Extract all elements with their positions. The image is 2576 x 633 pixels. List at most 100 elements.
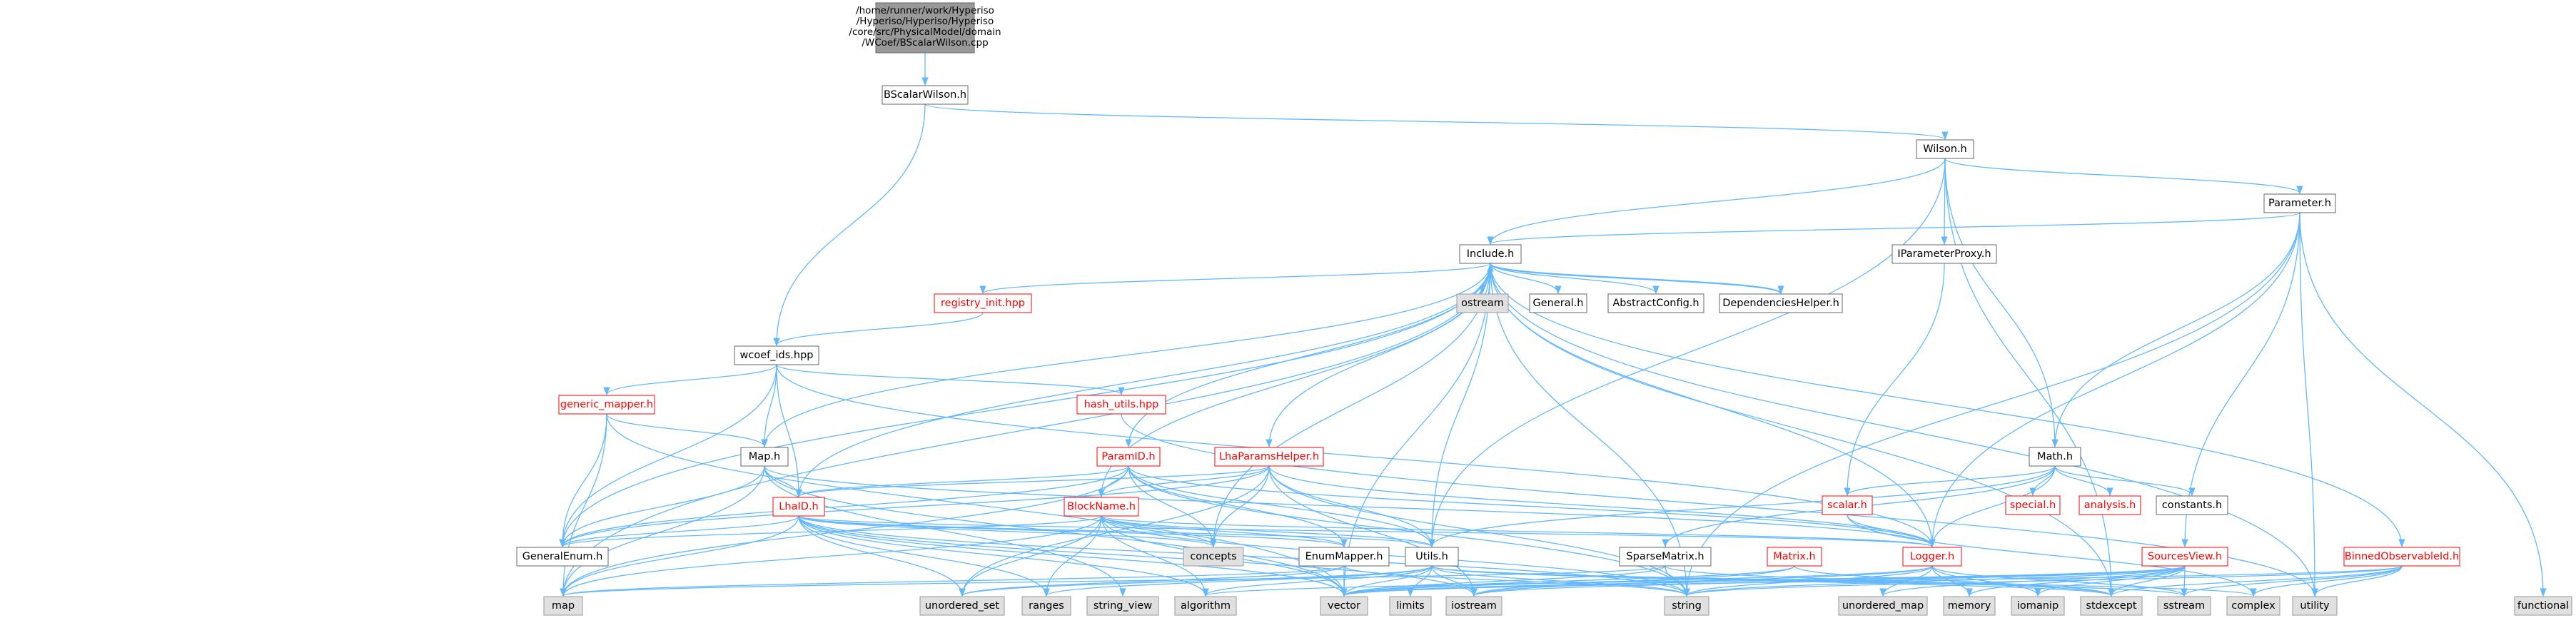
root-label-line-1: /home/runner/work/Hyperiso (856, 5, 994, 16)
node-vector[interactable]: vector (1320, 596, 1368, 616)
node-iomanip[interactable]: iomanip (2011, 596, 2065, 616)
node-label: wcoef_ids.hpp (740, 350, 814, 361)
node-label: Utils.h (1415, 551, 1448, 562)
edge-map_h-to-generalenum (559, 465, 765, 548)
node-generalenum[interactable]: GeneralEnum.h (516, 547, 609, 567)
node-stdexcept[interactable]: stdexcept (2080, 596, 2143, 616)
node-bscalarwilson[interactable]: BScalarWilson.h (882, 85, 969, 105)
node-sourcesview[interactable]: SourcesView.h (2141, 547, 2228, 567)
edge-include-to-map_h (761, 263, 1491, 448)
node-label: DependenciesHelper.h (1722, 298, 1839, 309)
edge-enummapper-to-map_sys (560, 565, 1345, 597)
node-label: Wilson.h (1923, 143, 1967, 155)
edge-matrix-to-vector (1340, 565, 1795, 597)
node-label: LhaParamsHelper.h (1219, 451, 1319, 462)
node-analysis[interactable]: analysis.h (2079, 495, 2141, 515)
edge-paramid-to-generalenum (559, 465, 1129, 548)
edge-blockname-to-enummapper (1101, 515, 1348, 548)
node-lhaid[interactable]: LhaID.h (772, 497, 825, 517)
node-label: Logger.h (1910, 551, 1954, 562)
node-wcoef-ids[interactable]: wcoef_ids.hpp (734, 345, 819, 365)
edge-map_h-to-string_view (764, 465, 1126, 597)
node-label: unordered_map (1842, 600, 1924, 612)
node-enummapper[interactable]: EnumMapper.h (1298, 547, 1390, 567)
node-label: stdexcept (2086, 600, 2137, 612)
node-label: Parameter.h (2268, 198, 2331, 209)
node-general[interactable]: General.h (1529, 293, 1587, 313)
node-unordered-map[interactable]: unordered_map (1838, 596, 1928, 616)
node-limits[interactable]: limits (1389, 596, 1432, 616)
node-registry-init[interactable]: registry_init.hpp (934, 293, 1032, 313)
node-label: algorithm (1181, 600, 1231, 612)
node-label: iostream (1451, 600, 1497, 612)
node-binnedobservableid[interactable]: BinnedObservableId.h (2343, 547, 2460, 567)
node-hash-utils[interactable]: hash_utils.hpp (1076, 395, 1166, 415)
edge-include-to-utils (1428, 263, 1491, 548)
node-sparsematrix[interactable]: SparseMatrix.h (1619, 547, 1712, 567)
edge-blockname-to-ranges (1043, 515, 1102, 597)
node-scalar[interactable]: scalar.h (1822, 495, 1873, 515)
edge-utils-to-unordered_set (959, 565, 1433, 597)
node-ostream[interactable]: ostream (1456, 293, 1509, 313)
node-include[interactable]: Include.h (1459, 244, 1522, 264)
node-constants[interactable]: constants.h (2156, 495, 2228, 515)
node-ranges[interactable]: ranges (1021, 596, 1071, 616)
edge-sourcesview-to-vector (1340, 565, 2186, 597)
node-utility[interactable]: utility (2292, 596, 2338, 616)
node-sstream[interactable]: sstream (2157, 596, 2211, 616)
edge-include-to-concepts (1210, 263, 1491, 548)
edge-generic_mapper-to-map_sys (560, 413, 607, 597)
node-algorithm[interactable]: algorithm (1174, 596, 1237, 616)
node-utils[interactable]: Utils.h (1405, 547, 1459, 567)
node-wilson[interactable]: Wilson.h (1916, 139, 1974, 159)
node-unordered-set[interactable]: unordered_set (919, 596, 1005, 616)
edge-paramid-to-logger (1128, 465, 1936, 548)
node-generic-mapper[interactable]: generic_mapper.h (558, 395, 655, 415)
node-memory[interactable]: memory (1943, 596, 1996, 616)
root-file-node[interactable]: /home/runner/work/Hyperiso /Hyperiso/Hyp… (849, 2, 1001, 54)
node-logger[interactable]: Logger.h (1902, 547, 1962, 567)
edge-blockname-to-generalenum (559, 515, 1102, 548)
edge-hash_utils-to-utility (1121, 413, 2318, 597)
node-string-view[interactable]: string_view (1086, 596, 1159, 616)
edge-math-to-logger (1929, 465, 2056, 548)
node-iparameterproxy[interactable]: IParameterProxy.h (1891, 244, 1997, 264)
node-paramid[interactable]: ParamID.h (1096, 447, 1161, 467)
node-map-sys[interactable]: map (543, 596, 583, 616)
edge-parameter-to-logger (1929, 212, 2300, 548)
node-dependencieshelper[interactable]: DependenciesHelper.h (1719, 293, 1843, 313)
edge-map_h-to-logger (764, 465, 1936, 548)
node-string[interactable]: string (1664, 596, 1709, 616)
edge-parameter-to-include (1487, 212, 2300, 245)
node-lhaparamshelper[interactable]: LhaParamsHelper.h (1214, 447, 1324, 467)
edge-include-to-vector (1340, 263, 1491, 597)
node-label: sstream (2163, 600, 2205, 612)
root-label-line-4: /WCoef/BScalarWilson.cpp (862, 37, 988, 49)
node-abstractconfig[interactable]: AbstractConfig.h (1607, 293, 1704, 313)
node-complex[interactable]: complex (2226, 596, 2280, 616)
edge-blockname-to-utils (1101, 515, 1435, 548)
edge-include-to-dependencieshelper (1490, 263, 1784, 295)
node-blockname[interactable]: BlockName.h (1064, 497, 1139, 517)
node-iostream[interactable]: iostream (1445, 596, 1502, 616)
edge-generic_mapper-to-generalenum (559, 413, 607, 548)
node-label: scalar.h (1827, 500, 1867, 511)
edge-wcoef_ids-to-map_h (761, 364, 777, 448)
node-concepts[interactable]: concepts (1183, 547, 1244, 567)
edge-math-to-scalar (1844, 465, 2056, 497)
node-functional[interactable]: functional (2514, 596, 2572, 616)
node-parameter[interactable]: Parameter.h (2263, 193, 2336, 213)
node-matrix[interactable]: Matrix.h (1767, 547, 1822, 567)
edge-blockname-to-logger (1101, 515, 1936, 548)
node-special[interactable]: special.h (2005, 495, 2061, 515)
edge-sourcesview-to-iomanip (2034, 565, 2186, 597)
node-label: Matrix.h (1773, 551, 1815, 562)
node-map-h[interactable]: Map.h (740, 447, 789, 467)
node-math[interactable]: Math.h (2029, 447, 2081, 467)
edge-wilson-to-math (1944, 158, 2059, 448)
edge-logger-to-iomanip (1931, 565, 2041, 597)
edge-include-to-lhaparamshelper (1266, 263, 1491, 448)
edge-logger-to-vector (1340, 565, 1933, 597)
edge-wilson-to-parameter (1944, 158, 2303, 195)
edge-lhaid-to-enummapper (798, 515, 1348, 548)
